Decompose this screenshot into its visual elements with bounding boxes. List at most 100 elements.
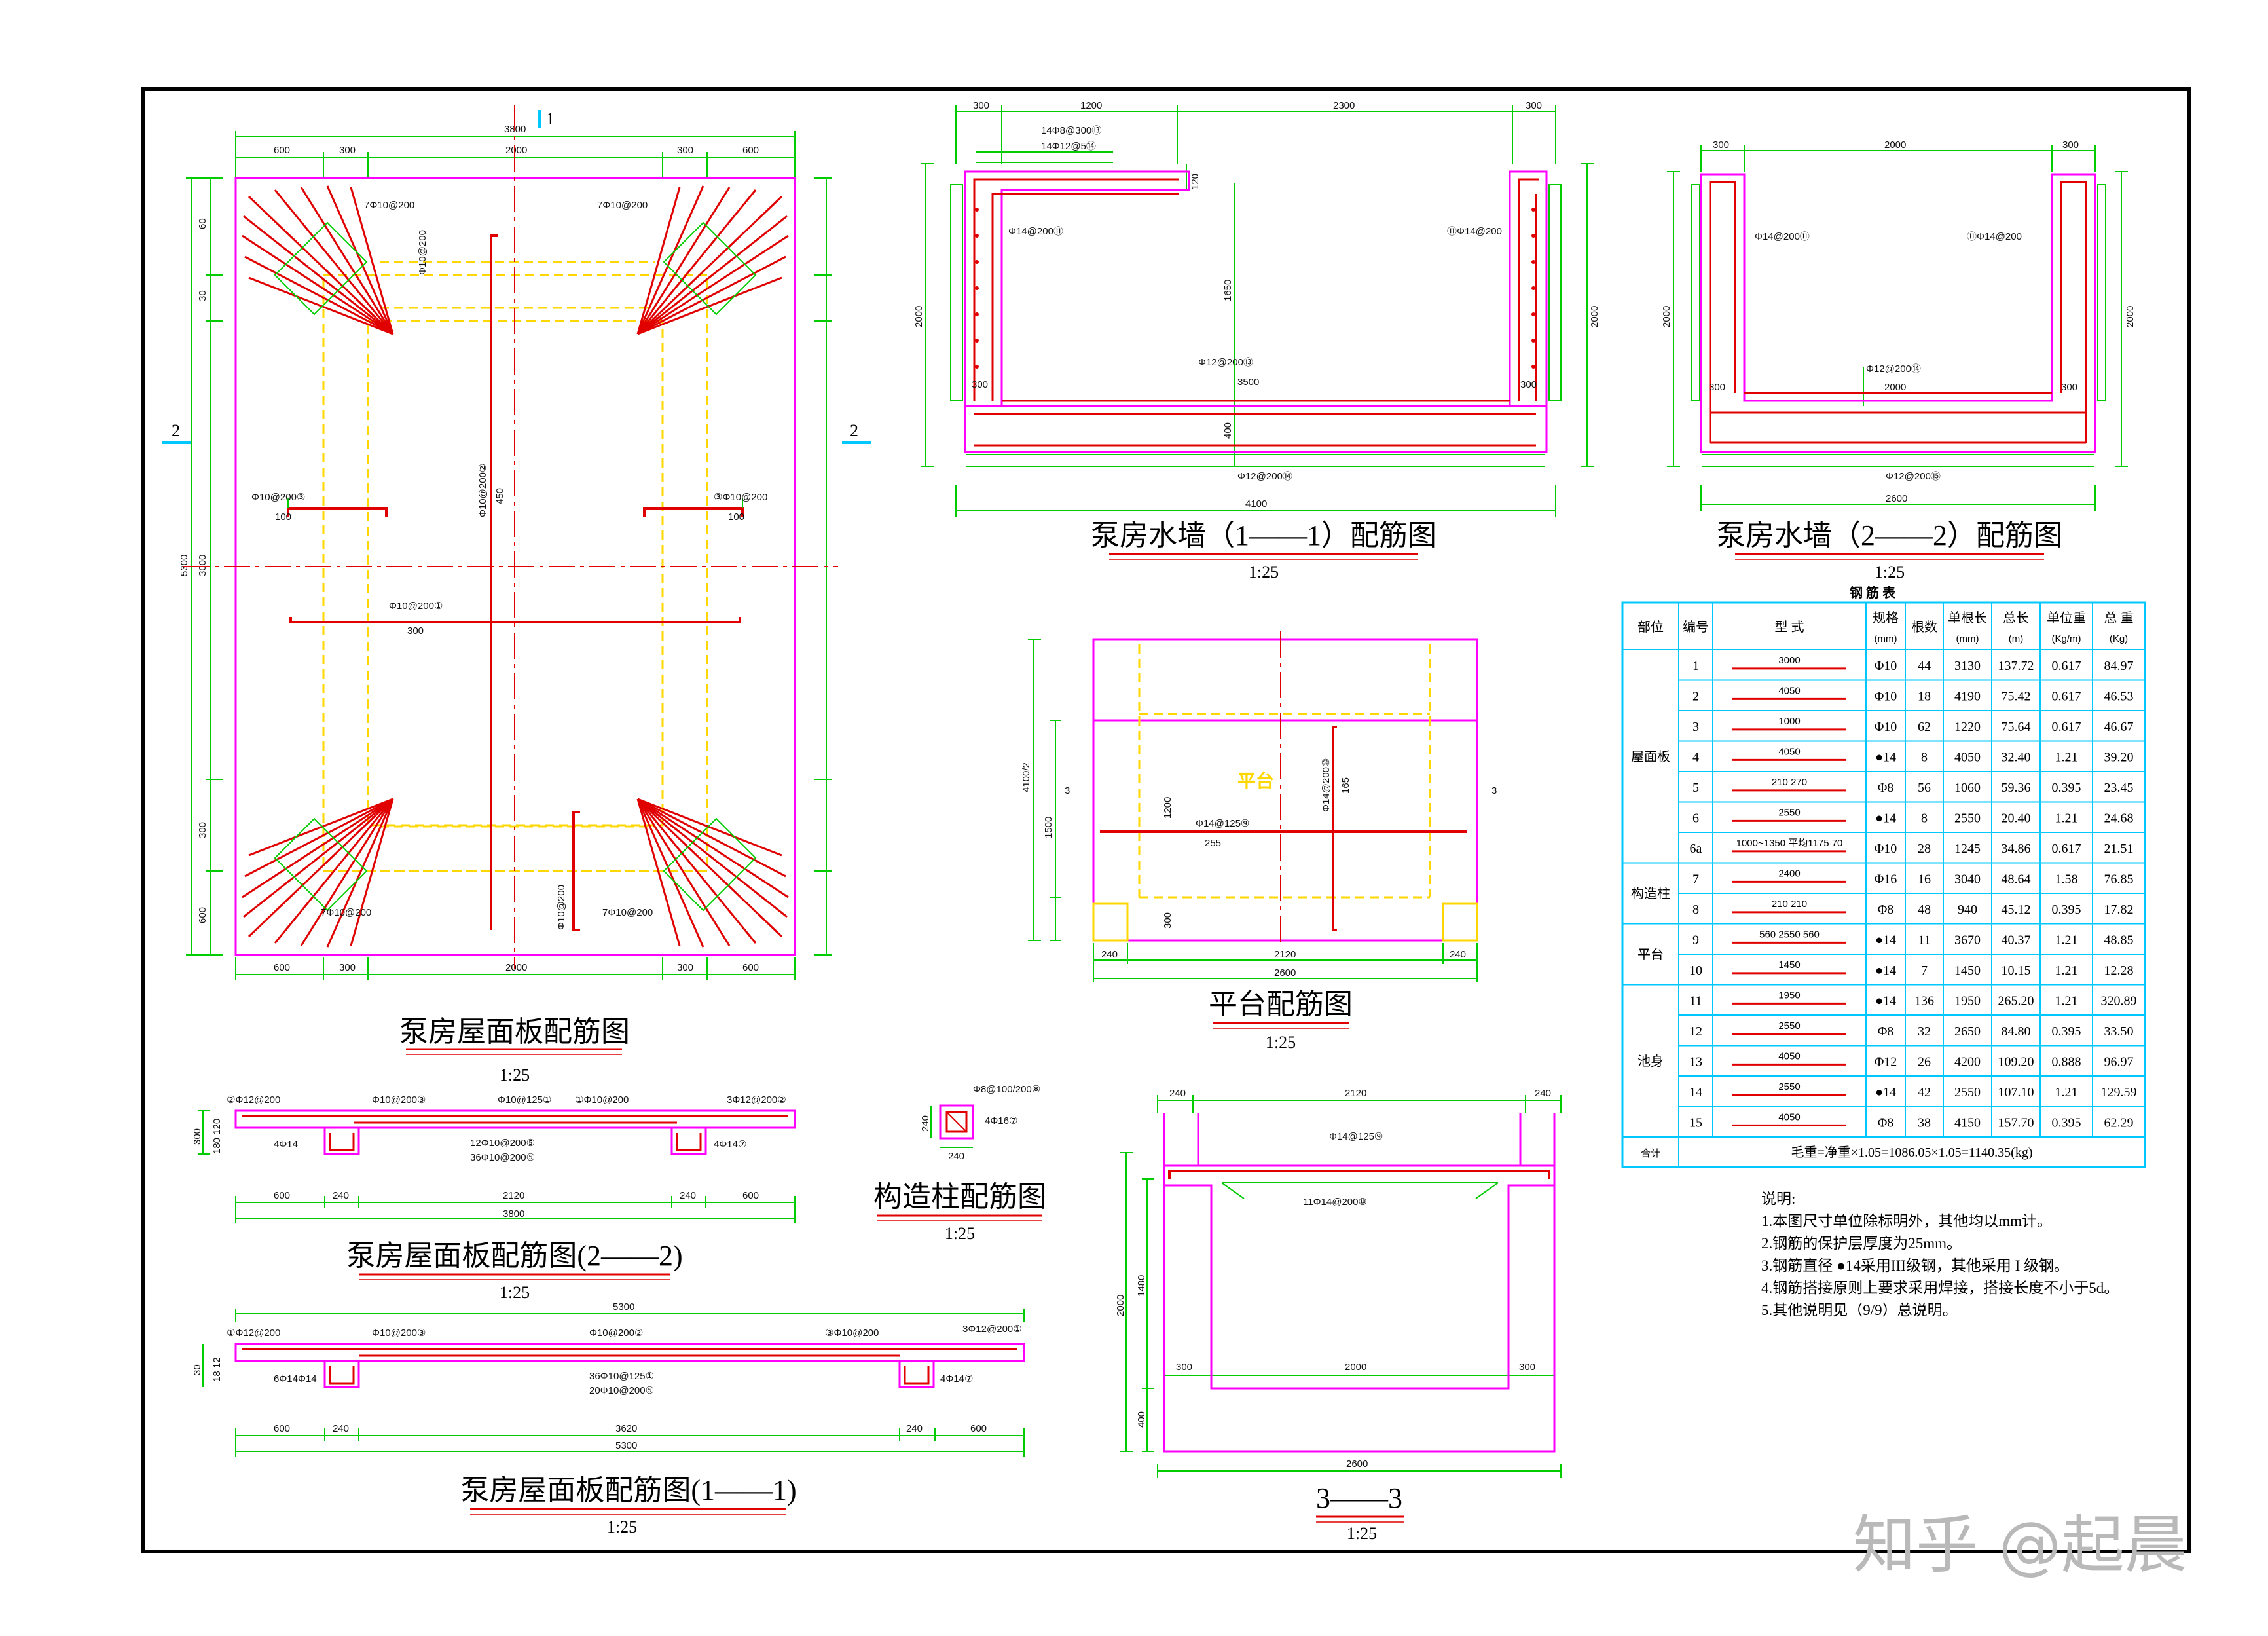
sec33-label-w3: 300 — [1519, 1362, 1535, 1373]
table-shape-dim: 2550 — [1778, 1020, 1800, 1032]
platform-dim-overall: 2600 — [1274, 967, 1296, 978]
roof11-scale: 1:25 — [607, 1517, 637, 1536]
table-shape-dim: 4050 — [1778, 1111, 1800, 1123]
roof11-label-e: 3Φ12@200① — [962, 1324, 1022, 1335]
roof-label-vert-len: 450 — [494, 488, 505, 504]
table-shape-dim: 1000~1350 平均1175 70 — [1736, 838, 1843, 849]
table-header-cell: 单位重 — [2047, 610, 2086, 625]
wall11-label-l6: 3500 — [1237, 377, 1259, 388]
roof11-dim-2: 3620 — [615, 1423, 637, 1434]
table-cell-total_len: 10.15 — [2002, 963, 2031, 978]
table-cell-no: 10 — [1689, 963, 1702, 978]
table-cell-spec: ●14 — [1875, 750, 1896, 764]
note-item-2: 2.钢筋的保护层厚度为25mm。 — [1761, 1235, 1962, 1252]
roof-dim-top-0: 600 — [274, 145, 290, 156]
roof22-scale: 1:25 — [500, 1283, 530, 1302]
table-cell-no: 12 — [1689, 1024, 1702, 1039]
table-cell-spec: Φ8 — [1878, 781, 1894, 795]
table-cell-unit_wt: 0.395 — [2052, 902, 2081, 917]
sec33-dim-overall: 2600 — [1346, 1459, 1368, 1470]
wall11-label-l2: 14Φ12@5⑭ — [1041, 141, 1096, 152]
wall11-label-h2: 1650 — [1222, 280, 1234, 301]
table-group-label: 池身 — [1637, 1054, 1664, 1069]
table-shape-dim: 1950 — [1778, 990, 1800, 1001]
table-cell-total_len: 109.20 — [1998, 1054, 2034, 1069]
table-cell-unit_len: 1245 — [1954, 842, 1981, 856]
table-cell-no: 5 — [1692, 781, 1699, 795]
roof11-label-d: ③Φ10@200 — [825, 1328, 879, 1339]
table-cell-count: 62 — [1918, 720, 1931, 734]
roof11-label-h: 6Φ14Φ14 — [274, 1373, 317, 1385]
table-cell-total_len: 107.10 — [1998, 1085, 2034, 1100]
table-cell-count: 56 — [1918, 781, 1931, 795]
wall11-title: 泵房水墙（1——1）配筋图 — [1091, 519, 1436, 551]
platform-label-bar1: Φ14@125⑨ — [1196, 818, 1249, 829]
wall11-label-h1: 2000 — [913, 306, 924, 327]
sec33-label-h2: 1480 — [1136, 1275, 1147, 1297]
table-shape-dim: 4050 — [1778, 746, 1800, 757]
sec33-title: 3——3 — [1316, 1482, 1402, 1514]
table-cell-unit_wt: 0.888 — [2052, 1054, 2081, 1069]
table-cell-unit_len: 4190 — [1954, 689, 1981, 703]
roof-dim-top-4: 600 — [742, 145, 759, 156]
table-cell-spec: ●14 — [1875, 1085, 1896, 1100]
table-cell-total_len: 137.72 — [1998, 659, 2034, 673]
roof-dim-top-3: 300 — [677, 145, 693, 156]
table-header-cell: 总长 — [2003, 610, 2029, 625]
table-shape-dim: 560 2550 560 — [1759, 929, 1820, 940]
table-cell-unit_wt: 0.617 — [2052, 689, 2081, 703]
wall22-dim-overall: 2600 — [1886, 493, 1907, 504]
roof22-label-c: Φ10@125① — [498, 1094, 551, 1106]
table-cell-unit_wt: 0.617 — [2052, 842, 2081, 856]
wall11-label-l5: Φ12@200⑬ — [1198, 357, 1253, 368]
column-scale: 1:25 — [945, 1224, 975, 1243]
platform-dim-bottom-2: 240 — [1450, 949, 1466, 960]
roof-label-left-len: 100 — [275, 511, 291, 523]
table-cell-total_wt: 129.59 — [2101, 1085, 2137, 1100]
table-cell-count: 18 — [1918, 689, 1931, 703]
table-cell-unit_wt: 0.395 — [2052, 1115, 2081, 1130]
table-cell-spec: ●14 — [1875, 933, 1896, 947]
table-cell-no: 14 — [1689, 1085, 1702, 1100]
table-cell-unit_len: 4200 — [1954, 1054, 1981, 1069]
table-cell-no: 7 — [1692, 872, 1699, 886]
table-cell-unit_len: 1950 — [1954, 994, 1981, 1008]
platform-dim-left-2: 1200 — [1162, 797, 1173, 819]
table-total-label: 合计 — [1641, 1148, 1660, 1159]
wall22-label-l4: 2000 — [1884, 382, 1906, 393]
roof22-label-a: ②Φ12@200 — [227, 1094, 280, 1106]
wall22-label-l3: Φ12@200⑭ — [1866, 363, 1921, 375]
roof22-label-g: 36Φ10@200⑤ — [470, 1152, 535, 1163]
column-label-b: 4Φ16⑦ — [985, 1115, 1017, 1126]
roof11-dim-0: 600 — [274, 1423, 290, 1434]
wall11-dim-2: 2300 — [1333, 100, 1355, 111]
table-cell-unit_len: 4050 — [1954, 750, 1981, 764]
roof-label-center-bar: Φ10@200① — [389, 601, 443, 612]
roof-corner-fans — [242, 185, 789, 948]
roof11-label-i: 4Φ14⑦ — [940, 1373, 973, 1385]
roof22-label-j: 300 — [192, 1128, 203, 1145]
roof22-dim-0: 600 — [274, 1190, 290, 1201]
roof22-dim-2: 2120 — [503, 1190, 524, 1201]
table-cell-total_len: 34.86 — [2002, 842, 2031, 856]
sec33-dim-1: 2120 — [1345, 1088, 1366, 1099]
roof11-title: 泵房屋面板配筋图(1——1) — [460, 1474, 796, 1506]
roof-section-mark-2a: 2 — [172, 421, 180, 440]
wall11-label-h4: 2000 — [1589, 306, 1600, 327]
wall22-label-l5: Φ12@200⑮ — [1886, 471, 1941, 482]
roof22-title: 泵房屋面板配筋图(2——2) — [346, 1240, 682, 1272]
table-cell-total_wt: 96.97 — [2104, 1054, 2134, 1069]
roof11-dim-overall: 5300 — [615, 1440, 637, 1451]
note-item-5: 5.其他说明见（9/9）总说明。 — [1761, 1302, 1958, 1318]
roof-plan-scale: 1:25 — [500, 1066, 530, 1085]
table-shape-dim: 210 270 — [1772, 777, 1807, 788]
roof-dim-top-2: 2000 — [505, 145, 527, 156]
table-cell-total_wt: 320.89 — [2101, 994, 2137, 1008]
table-cell-unit_len: 3040 — [1954, 872, 1981, 886]
sec33-label-h1: 2000 — [1115, 1295, 1126, 1316]
table-cell-total_wt: 21.51 — [2104, 842, 2134, 856]
table-cell-unit_wt: 0.395 — [2052, 1024, 2081, 1039]
wall22-scale: 1:25 — [1875, 563, 1905, 582]
sec33-label-h3: 400 — [1136, 1411, 1147, 1428]
